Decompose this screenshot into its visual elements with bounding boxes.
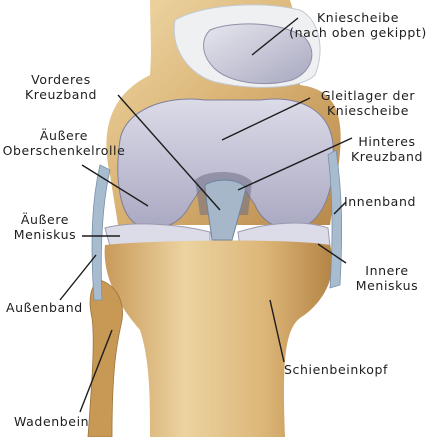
label-hinteres-line2: Kreuzband bbox=[338, 149, 436, 164]
label-wadenbein: Wadenbein bbox=[14, 414, 89, 429]
label-gleitlager: Gleitlager der Kniescheibe bbox=[300, 88, 436, 118]
label-kniescheibe-line1: Kniescheibe bbox=[280, 10, 436, 25]
label-vorderes-line1: Vorderes bbox=[2, 72, 120, 87]
tibia bbox=[105, 240, 333, 437]
label-aeussere-rolle-line1: Äußere bbox=[0, 128, 128, 143]
label-innenband: Innenband bbox=[344, 194, 416, 209]
label-schienbeinkopf: Schienbeinkopf bbox=[284, 362, 388, 377]
label-innere-meniskus-line2: Meniskus bbox=[338, 278, 436, 293]
fibula bbox=[88, 280, 123, 437]
label-aeussere-meniskus-line2: Meniskus bbox=[0, 227, 90, 242]
label-aeussere-meniskus-line1: Äußere bbox=[0, 212, 90, 227]
label-gleitlager-line2: Kniescheibe bbox=[300, 103, 436, 118]
label-aussenband: Außenband bbox=[6, 300, 83, 315]
label-hinteres-line1: Hinteres bbox=[338, 134, 436, 149]
label-vorderes-kreuzband: Vorderes Kreuzband bbox=[2, 72, 120, 102]
label-innere-meniskus-line1: Innere bbox=[338, 263, 436, 278]
label-aeussere-rolle-line2: Oberschenkelrolle bbox=[0, 143, 128, 158]
label-aeussere-meniskus: Äußere Meniskus bbox=[0, 212, 90, 242]
label-innere-meniskus: Innere Meniskus bbox=[338, 263, 436, 293]
label-vorderes-line2: Kreuzband bbox=[2, 87, 120, 102]
label-gleitlager-line1: Gleitlager der bbox=[300, 88, 436, 103]
label-hinteres-kreuzband: Hinteres Kreuzband bbox=[338, 134, 436, 164]
label-kniescheibe-line2: (nach oben gekippt) bbox=[280, 25, 436, 40]
label-kniescheibe: Kniescheibe (nach oben gekippt) bbox=[280, 10, 436, 40]
label-aeussere-oberschenkelrolle: Äußere Oberschenkelrolle bbox=[0, 128, 128, 158]
